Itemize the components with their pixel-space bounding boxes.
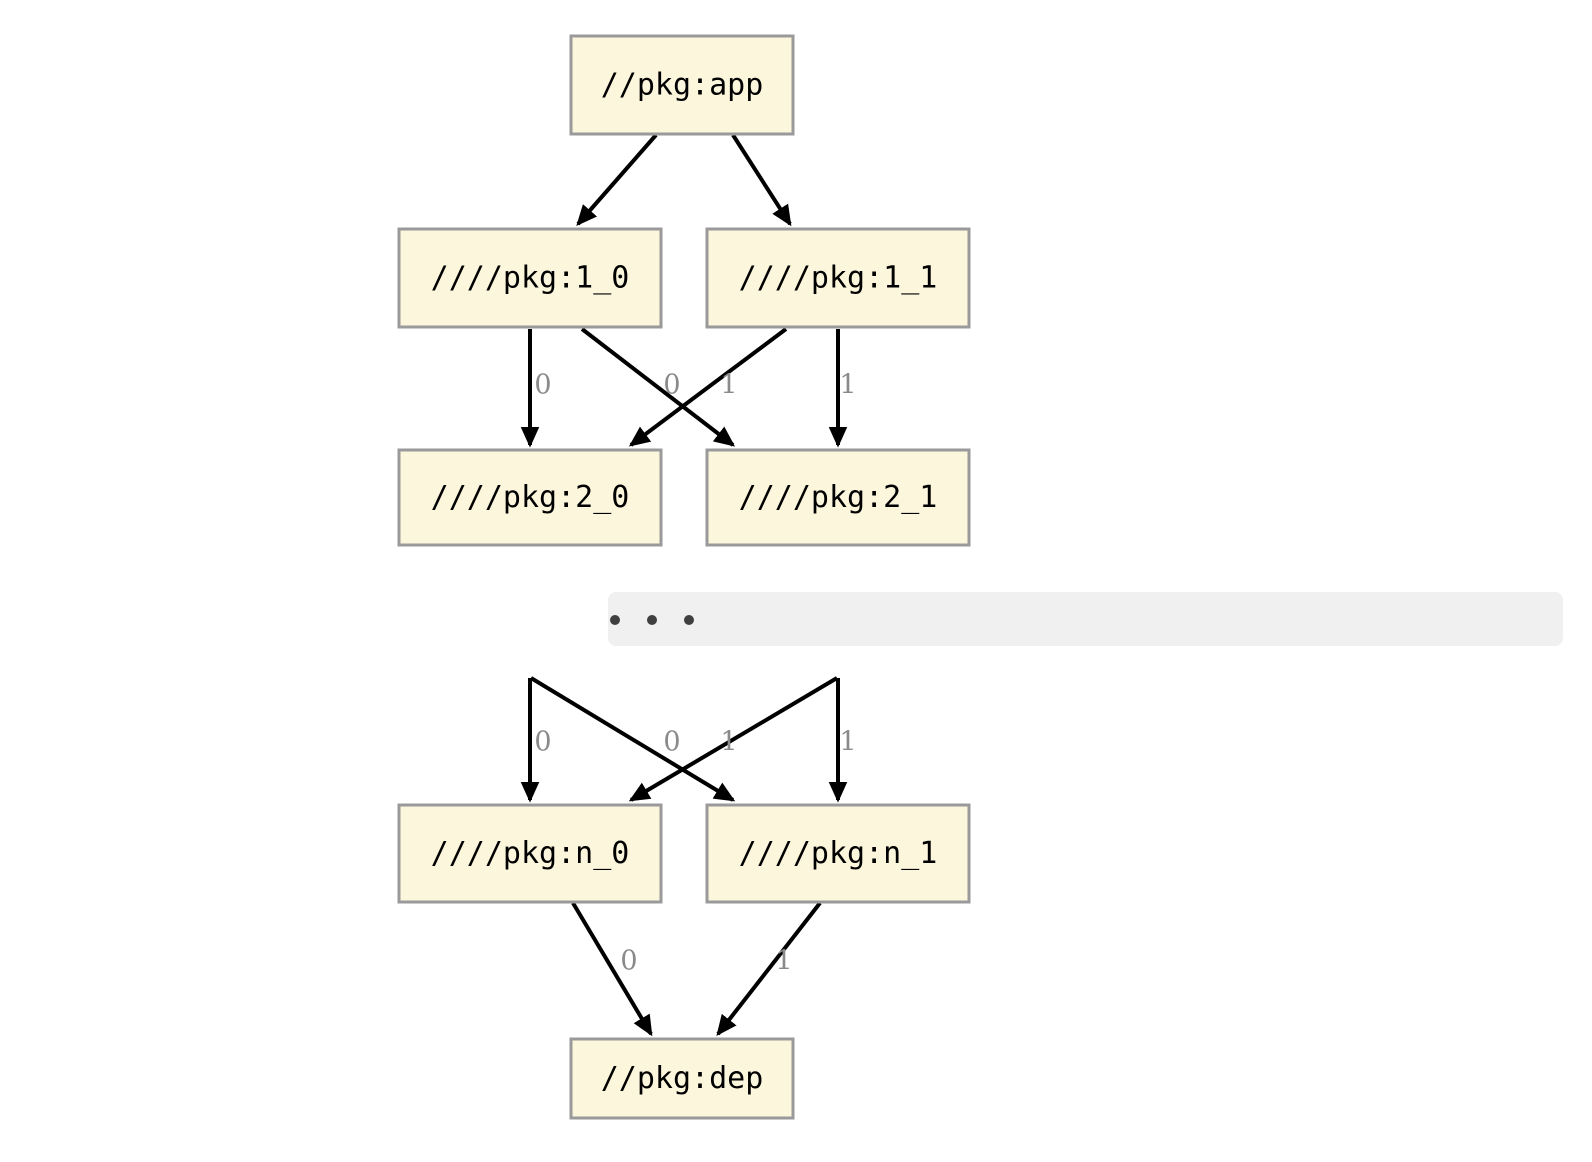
edge-label-n_0-to-dep: 0	[620, 946, 637, 977]
node-ln_0[interactable]: ////pkg:n_0	[397, 803, 663, 904]
node-label-l1_1: ////pkg:1_1	[739, 261, 938, 296]
edge-label-cut-to-n_0b: 1	[720, 727, 737, 758]
edge-label-1_0-to-2_1: 0	[663, 370, 680, 401]
ellipsis-dot	[610, 615, 620, 625]
edge-label-cut-to-n_0: 0	[534, 727, 551, 758]
node-l2_1[interactable]: ////pkg:2_1	[705, 448, 971, 547]
ellipsis-separator	[608, 592, 1563, 646]
node-label-ln_1: ////pkg:n_1	[739, 836, 938, 871]
node-box-app[interactable]	[569, 34, 795, 136]
edge-1_0-to-2_1	[580, 327, 736, 447]
node-layer: //pkg:app ////pkg:1_0 ////pkg:1_1 ////pkg:2…	[397, 34, 971, 1120]
edge-label-layer: 0 0 1 1 0 0 1 1 0 1	[534, 370, 856, 977]
node-label-l2_1: ////pkg:2_1	[739, 480, 938, 515]
node-label-ln_0: ////pkg:n_0	[431, 836, 630, 871]
node-label-l2_0: ////pkg:2_0	[431, 480, 630, 515]
edge-n_1-to-dep	[716, 901, 822, 1037]
edge-app-to-1_1	[731, 133, 792, 227]
ellipsis-band	[608, 592, 1563, 646]
edge-label-1_0-to-2_0: 0	[534, 370, 551, 401]
node-box-l1_1[interactable]	[705, 227, 971, 329]
node-box-dep[interactable]	[569, 1037, 795, 1120]
node-label-dep: //pkg:dep	[601, 1061, 764, 1096]
node-dep[interactable]: //pkg:dep	[569, 1037, 795, 1120]
edge-1_1-to-2_0	[628, 327, 788, 447]
node-l1_0[interactable]: ////pkg:1_0	[397, 227, 663, 329]
node-l1_1[interactable]: ////pkg:1_1	[705, 227, 971, 329]
node-box-l2_1[interactable]	[705, 448, 971, 547]
node-ln_1[interactable]: ////pkg:n_1	[705, 803, 971, 904]
node-box-ln_1[interactable]	[705, 803, 971, 904]
node-box-l1_0[interactable]	[397, 227, 663, 329]
edge-app-to-1_0	[576, 133, 658, 226]
edge-label-cut-to-n_1b: 1	[839, 727, 856, 758]
edge-cut-to-n_0b	[628, 676, 839, 802]
edge-label-1_1-to-2_1: 1	[839, 370, 856, 401]
edge-label-1_1-to-2_0: 1	[720, 370, 737, 401]
node-label-l1_0: ////pkg:1_0	[431, 261, 630, 296]
node-box-l2_0[interactable]	[397, 448, 663, 547]
edge-label-cut-to-n_1: 0	[663, 727, 680, 758]
node-box-ln_0[interactable]	[397, 803, 663, 904]
edge-layer	[520, 133, 848, 1037]
edge-n_0-to-dep	[571, 901, 653, 1037]
edge-label-n_1-to-dep: 1	[775, 946, 792, 977]
edge-cut-to-n_1	[529, 676, 736, 802]
node-label-app: //pkg:app	[601, 68, 764, 103]
node-app[interactable]: //pkg:app	[569, 34, 795, 136]
ellipsis-dot	[647, 615, 657, 625]
ellipsis-dot	[684, 615, 694, 625]
node-l2_0[interactable]: ////pkg:2_0	[397, 448, 663, 547]
